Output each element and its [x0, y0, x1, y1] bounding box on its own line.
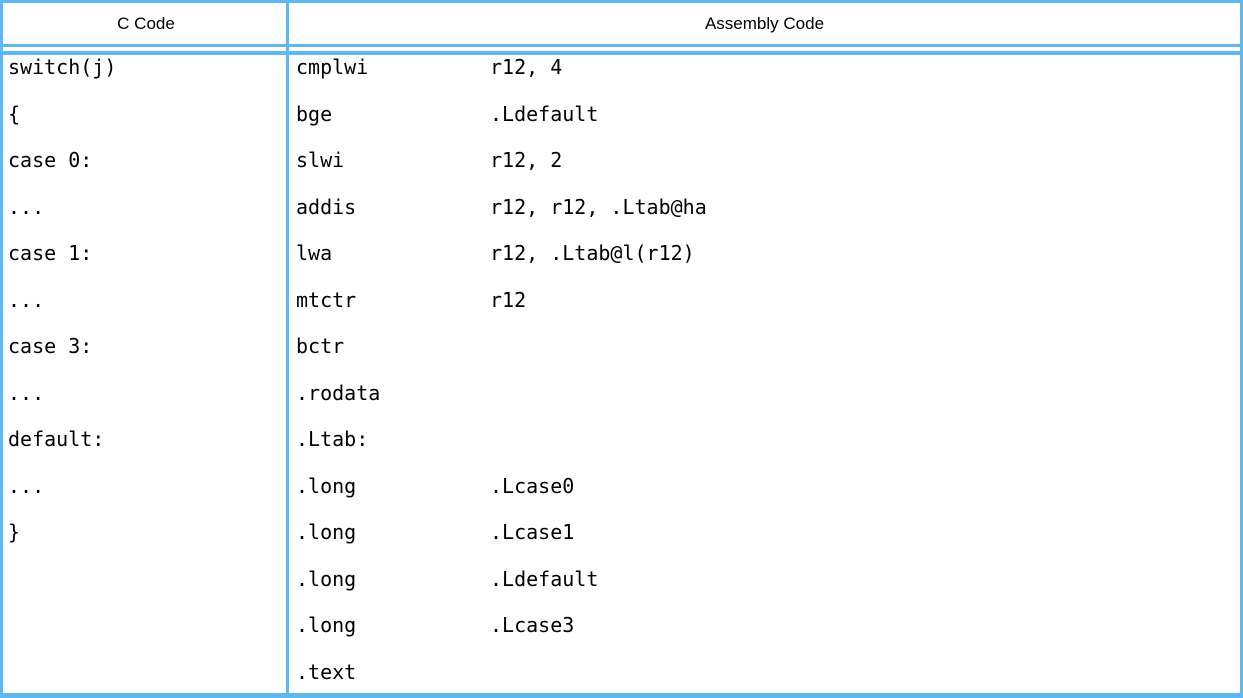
asm-mnemonic: addis: [296, 194, 357, 219]
assembly-code-header: Assembly Code: [704, 13, 825, 33]
c-code-line: }: [8, 520, 21, 544]
asm-code-line: .long .Lcase0: [296, 475, 1240, 522]
asm-code-line: addis r12, r12, .Ltab@ha: [296, 196, 1240, 243]
asm-mnemonic: lwa: [296, 241, 333, 265]
c-code-line: case 0:: [8, 148, 93, 172]
asm-mnemonic: .long: [296, 566, 357, 591]
asm-operands: .Lcase0: [490, 473, 575, 498]
asm-mnemonic: slwi: [296, 148, 345, 172]
asm-mnemonic: cmplwi: [296, 55, 369, 79]
asm-mnemonic: bctr: [296, 334, 345, 358]
c-code-line: {: [8, 101, 21, 126]
asm-code-line: .long .Ldefault: [296, 568, 1240, 615]
asm-mnemonic: mtctr: [296, 287, 357, 312]
asm-operands: .Ldefault: [490, 566, 599, 591]
assembly-code-column: cmplwi r12, 4 bge .Ldefault slwi r12, 2 add…: [289, 56, 1240, 693]
asm-code-line: .long .Lcase3: [296, 614, 1240, 661]
c-code-line: ...: [8, 194, 45, 219]
asm-code-line: .text: [296, 661, 1240, 694]
asm-mnemonic: .long: [296, 520, 357, 544]
asm-mnemonic: bge: [296, 101, 333, 126]
table-header-row: C Code Assembly Code: [3, 3, 1240, 44]
asm-code-line: .rodata: [296, 382, 1240, 429]
asm-code-line: bctr: [296, 335, 1240, 382]
asm-code-line: slwi r12, 2: [296, 149, 1240, 196]
asm-operands: .Lcase3: [490, 613, 575, 637]
header-separator-line-top: [3, 44, 1240, 47]
c-code-line: default:: [8, 427, 105, 451]
asm-code-line: mtctr r12: [296, 289, 1240, 336]
c-code-line: ...: [8, 380, 45, 405]
table-body: switch(j) { case 0: ... case 1: ... case…: [3, 55, 1240, 693]
asm-operands: .Ldefault: [490, 101, 599, 126]
column-divider: [286, 3, 289, 693]
asm-code-line: .Ltab:: [296, 428, 1240, 475]
asm-mnemonic: .text: [296, 659, 357, 684]
asm-operands: r12, .Ltab@l(r12): [490, 241, 695, 265]
asm-code-line: lwa r12, .Ltab@l(r12): [296, 242, 1240, 289]
c-code-line: ...: [8, 473, 45, 498]
asm-code-line: .long .Lcase1: [296, 521, 1240, 568]
c-code-column: switch(j) { case 0: ... case 1: ... case…: [3, 56, 289, 693]
asm-operands: r12, 2: [490, 148, 563, 172]
asm-mnemonic: .long: [296, 473, 357, 498]
c-code-line: switch(j): [8, 55, 117, 79]
c-code-header: C Code: [117, 13, 175, 33]
asm-code-line: cmplwi r12, 4: [296, 56, 1240, 103]
asm-mnemonic: .rodata: [296, 380, 381, 405]
asm-mnemonic: .long: [296, 613, 357, 637]
asm-mnemonic: .Ltab:: [296, 427, 369, 451]
asm-operands: .Lcase1: [490, 520, 575, 544]
asm-operands: r12, r12, .Ltab@ha: [490, 194, 707, 219]
header-separator-gap: [3, 47, 1240, 51]
c-code-line: ...: [8, 287, 45, 312]
asm-code-line: bge .Ldefault: [296, 103, 1240, 150]
asm-operands: r12, 4: [490, 55, 563, 79]
c-code-line: case 1:: [8, 241, 93, 265]
header-separator-line-bottom: [3, 51, 1240, 55]
c-code-line: case 3:: [8, 334, 93, 358]
asm-operands: r12: [490, 287, 527, 312]
